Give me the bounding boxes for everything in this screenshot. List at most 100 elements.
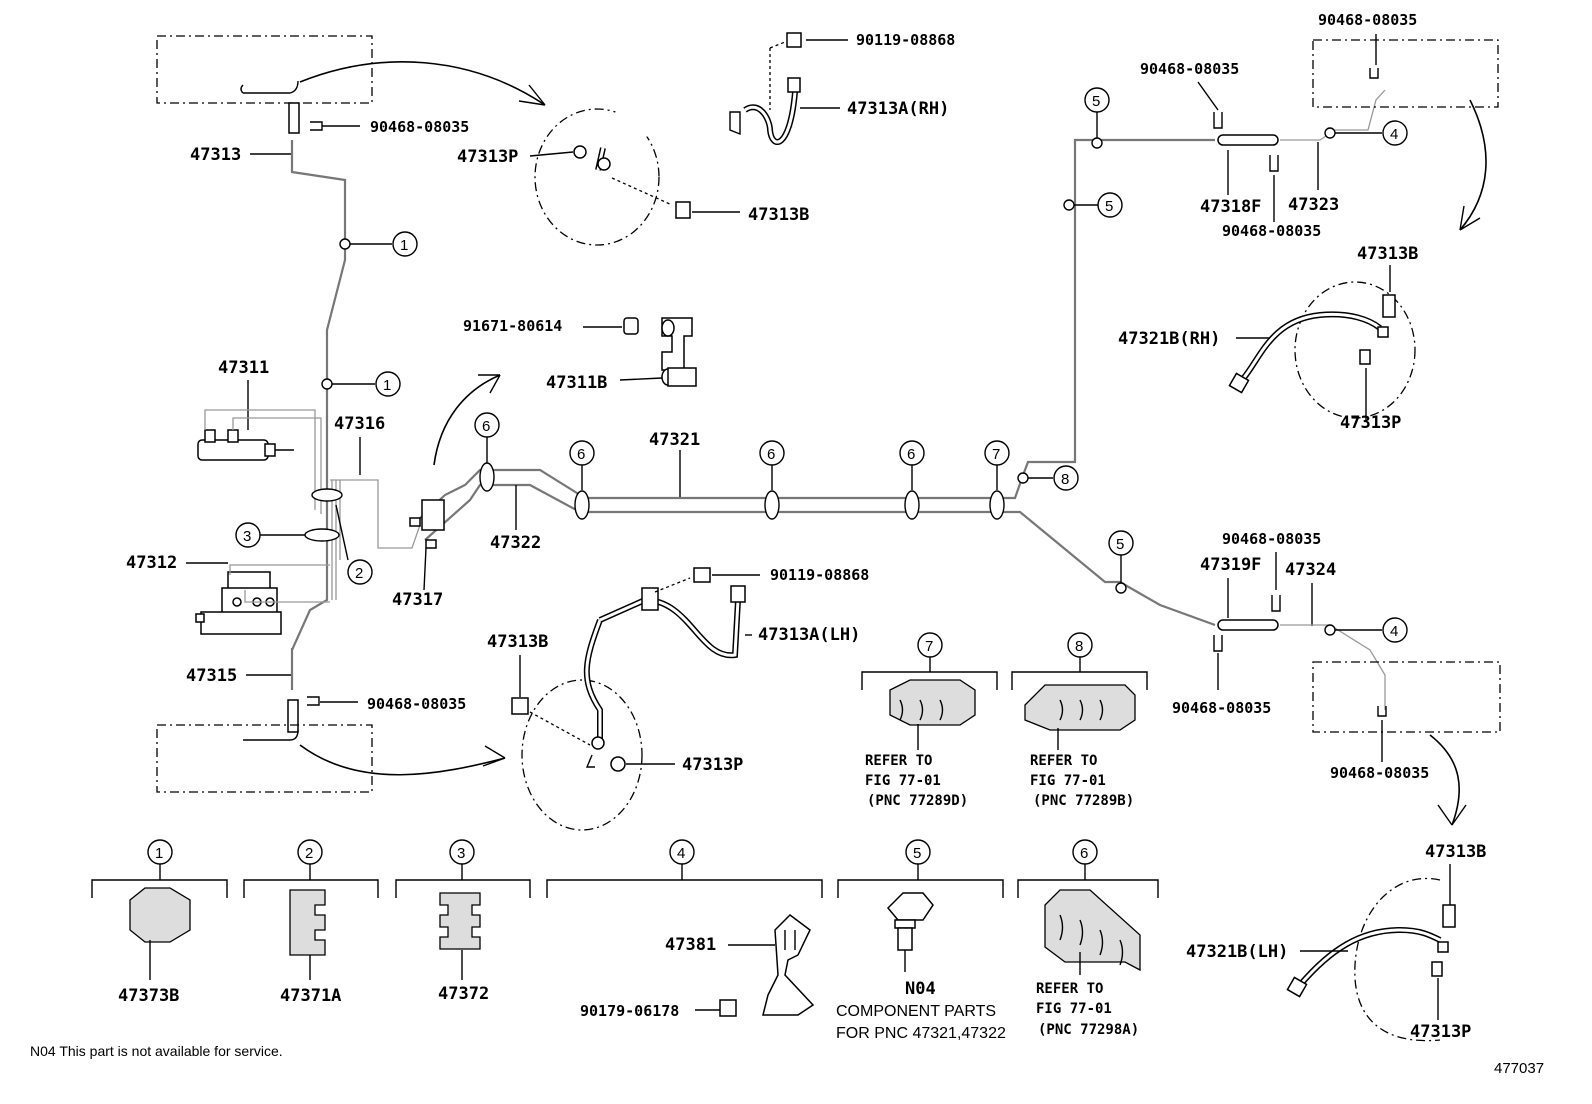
label-47316: 47316 bbox=[334, 414, 385, 434]
rear-lh-hose-group bbox=[1286, 877, 1456, 1042]
hose-47318F bbox=[1217, 134, 1279, 146]
legend-6: 6 bbox=[1017, 839, 1159, 975]
front-left-hose-inset-box bbox=[156, 699, 373, 793]
label-47319F: 47319F bbox=[1200, 555, 1261, 575]
label-47321B-rh: 47321B(RH) bbox=[1118, 329, 1220, 349]
svg-text:6: 6 bbox=[482, 418, 490, 435]
svg-text:6: 6 bbox=[767, 446, 775, 463]
ref7-refer-to: REFER TO bbox=[865, 753, 932, 769]
label-91671: 91671-80614 bbox=[463, 317, 562, 335]
legend-3: 3 bbox=[395, 839, 531, 980]
rear-rh-inset-box bbox=[1312, 39, 1499, 108]
svg-text:1: 1 bbox=[400, 237, 408, 254]
svg-text:1: 1 bbox=[155, 845, 163, 862]
arrow-to-lh-rear-hose bbox=[1429, 734, 1461, 826]
svg-text:3: 3 bbox=[457, 845, 465, 862]
svg-text:1: 1 bbox=[383, 377, 391, 394]
component-parts-line2: FOR PNC 47321,47322 bbox=[836, 1025, 1006, 1042]
clip-90468-a bbox=[310, 121, 360, 131]
callout-1-top: 1 bbox=[339, 231, 418, 257]
label-47315: 47315 bbox=[186, 666, 237, 686]
legend-1: 1 bbox=[91, 839, 228, 980]
ref7-pnc: (PNC 77289D) bbox=[867, 793, 968, 809]
callout-5-upper-a: 5 bbox=[1084, 87, 1110, 149]
label-90468-d: 90468-08035 bbox=[1222, 222, 1321, 240]
label-90468-f: 90468-08035 bbox=[1222, 530, 1321, 548]
brake-tube-47313 bbox=[290, 140, 347, 651]
callout-4-lower: 4 bbox=[1324, 617, 1408, 643]
callout-7-main: 7 bbox=[984, 440, 1010, 520]
label-90119-b: 90119-08868 bbox=[770, 566, 869, 584]
arrow-to-rh-hose bbox=[299, 61, 546, 106]
label-90468-c: 90468-08035 bbox=[1140, 60, 1239, 78]
label-47313: 47313 bbox=[190, 145, 241, 165]
svg-text:3: 3 bbox=[243, 528, 251, 545]
label-47311: 47311 bbox=[218, 358, 269, 378]
component-parts-line1: COMPONENT PARTS bbox=[836, 1003, 996, 1020]
svg-text:5: 5 bbox=[1092, 93, 1100, 110]
label-47313P-d: 47313P bbox=[1410, 1022, 1471, 1042]
master-cylinder-47311 bbox=[197, 409, 322, 514]
svg-text:6: 6 bbox=[577, 446, 585, 463]
ref-box-8: 8 bbox=[1011, 632, 1148, 750]
joint-47317 bbox=[409, 499, 445, 549]
label-47313P-a: 47313P bbox=[457, 147, 518, 167]
label-90119-a: 90119-08868 bbox=[856, 31, 955, 49]
svg-text:4: 4 bbox=[677, 845, 685, 862]
ref6-refer-to: REFER TO bbox=[1036, 981, 1103, 997]
label-90179: 90179-06178 bbox=[580, 1002, 679, 1020]
callout-5-upper-b: 5 bbox=[1063, 192, 1123, 218]
label-47313A-rh: 47313A(RH) bbox=[847, 99, 949, 119]
svg-text:6: 6 bbox=[1080, 845, 1088, 862]
callout-1-mid: 1 bbox=[321, 371, 401, 397]
label-90468-h: 90468-08035 bbox=[1330, 764, 1429, 782]
arrow-to-rh-rear-hose bbox=[1459, 99, 1487, 231]
arrow-to-lh-hose bbox=[299, 744, 506, 776]
callout-5-lower: 5 bbox=[1108, 530, 1134, 594]
clip-90468-f bbox=[1271, 595, 1281, 612]
label-47313P-c: 47313P bbox=[1340, 413, 1401, 433]
label-90468-g: 90468-08035 bbox=[1172, 699, 1271, 717]
legend-2: 2 bbox=[243, 839, 379, 980]
svg-text:4: 4 bbox=[1390, 126, 1398, 143]
callout-6-b: 6 bbox=[569, 440, 595, 520]
legend-5: 5 bbox=[837, 839, 1004, 972]
label-47313B-c: 47313B bbox=[1357, 244, 1418, 264]
clip-90468-d bbox=[1269, 155, 1279, 172]
label-47313B-d: 47313B bbox=[1425, 842, 1486, 862]
svg-text:2: 2 bbox=[305, 845, 313, 862]
front-right-hose-inset-box bbox=[156, 35, 373, 134]
svg-text:6: 6 bbox=[907, 446, 915, 463]
label-47324: 47324 bbox=[1285, 560, 1336, 580]
svg-text:4: 4 bbox=[1390, 623, 1398, 640]
rear-lh-inset-box bbox=[1312, 661, 1501, 733]
label-47317: 47317 bbox=[392, 590, 443, 610]
clip-90468-g bbox=[1213, 635, 1223, 652]
ref6-fig: FIG 77-01 bbox=[1036, 1001, 1112, 1017]
ref8-pnc: (PNC 77289B) bbox=[1033, 793, 1134, 809]
label-47321B-lh: 47321B(LH) bbox=[1186, 942, 1288, 962]
clip-90468-c bbox=[1213, 112, 1223, 129]
callout-6-d: 6 bbox=[899, 440, 925, 520]
svg-text:7: 7 bbox=[992, 446, 1000, 463]
label-90468-b: 90468-08035 bbox=[367, 695, 466, 713]
front-lh-hose-group bbox=[511, 567, 746, 831]
callout-8-main: 8 bbox=[1017, 465, 1079, 491]
label-47313B-a: 47313B bbox=[748, 205, 809, 225]
label-47313A-lh: 47313A(LH) bbox=[758, 625, 860, 645]
label-90468-a: 90468-08035 bbox=[370, 118, 469, 136]
label-47313P-b: 47313P bbox=[682, 755, 743, 775]
footnote: N04 This part is not available for servi… bbox=[30, 1043, 283, 1059]
label-N04: N04 bbox=[905, 979, 936, 999]
brake-tube-47322 bbox=[424, 483, 1216, 627]
label-47381: 47381 bbox=[665, 935, 716, 955]
label-47312: 47312 bbox=[126, 553, 177, 573]
label-47372: 47372 bbox=[438, 984, 489, 1004]
label-47313B-b: 47313B bbox=[487, 632, 548, 652]
label-47323: 47323 bbox=[1288, 195, 1339, 215]
front-rh-hose-group bbox=[534, 32, 802, 246]
ref7-fig: FIG 77-01 bbox=[865, 773, 941, 789]
label-47371A: 47371A bbox=[280, 986, 341, 1006]
